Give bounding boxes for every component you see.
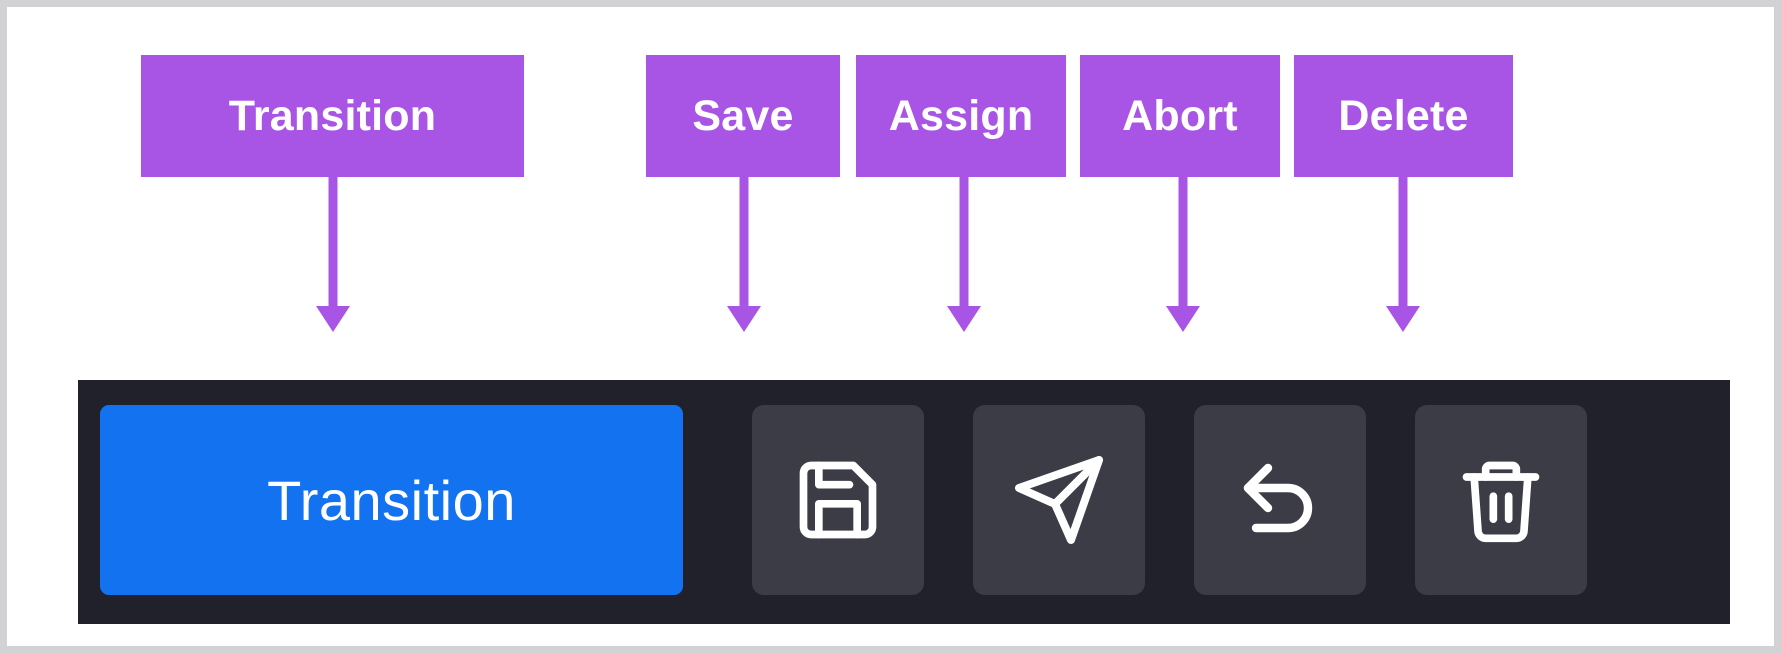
arrow-to-assign-button [947, 177, 981, 332]
arrow-to-save-button [727, 177, 761, 332]
callout-abort-label: Abort [1122, 91, 1238, 140]
undo-arrow-icon [1232, 452, 1328, 548]
delete-button[interactable] [1415, 405, 1587, 595]
callout-assign-label: Assign [888, 91, 1034, 140]
arrow-to-abort-button [1166, 177, 1200, 332]
callout-abort: Abort [1080, 55, 1280, 177]
arrow-shaft [1398, 177, 1408, 306]
callout-delete: Delete [1294, 55, 1513, 177]
transition-button[interactable]: Transition [100, 405, 683, 595]
transition-button-label: Transition [267, 468, 516, 532]
abort-button[interactable] [1194, 405, 1366, 595]
arrow-head [947, 306, 981, 332]
arrow-head [316, 306, 350, 332]
callout-transition-label: Transition [228, 91, 437, 140]
arrow-shaft [1178, 177, 1188, 306]
arrow-shaft [739, 177, 749, 306]
paper-plane-icon [1011, 452, 1107, 548]
callout-assign: Assign [856, 55, 1066, 177]
callout-delete-label: Delete [1338, 91, 1469, 140]
save-button[interactable] [752, 405, 924, 595]
arrow-to-delete-button [1386, 177, 1420, 332]
arrow-shaft [328, 177, 338, 306]
floppy-disk-icon [792, 454, 884, 546]
arrow-head [727, 306, 761, 332]
arrow-head [1386, 306, 1420, 332]
callout-save: Save [646, 55, 840, 177]
callout-save-label: Save [692, 91, 794, 140]
arrow-shaft [959, 177, 969, 306]
trash-can-icon [1455, 454, 1547, 546]
assign-button[interactable] [973, 405, 1145, 595]
arrow-head [1166, 306, 1200, 332]
action-toolbar: Transition [78, 380, 1730, 624]
callout-transition: Transition [141, 55, 524, 177]
annotated-toolbar-diagram: Transition Save Assign Abort Delete [7, 7, 1774, 646]
arrow-to-transition-button [316, 177, 350, 332]
